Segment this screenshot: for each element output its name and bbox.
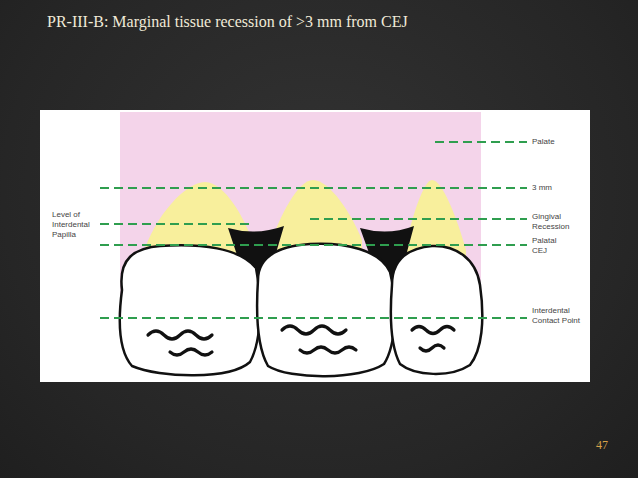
white-panel (40, 110, 590, 382)
page-number: 47 (596, 438, 608, 453)
level-label: Interdental Contact Point (532, 306, 588, 326)
molar-teeth (120, 244, 483, 377)
level-label: Palate (532, 137, 612, 147)
slide-title: PR-III-B: Marginal tissue recession of >… (47, 13, 408, 31)
dimension-label: 3 mm (532, 183, 612, 193)
level-label: Gingival Recession (532, 212, 582, 232)
axis-label: Level of Interdental Papilla (52, 210, 98, 240)
occlusal-grooves (148, 326, 454, 355)
level-lines (100, 142, 527, 318)
level-label: Palatal CEJ (532, 236, 568, 256)
